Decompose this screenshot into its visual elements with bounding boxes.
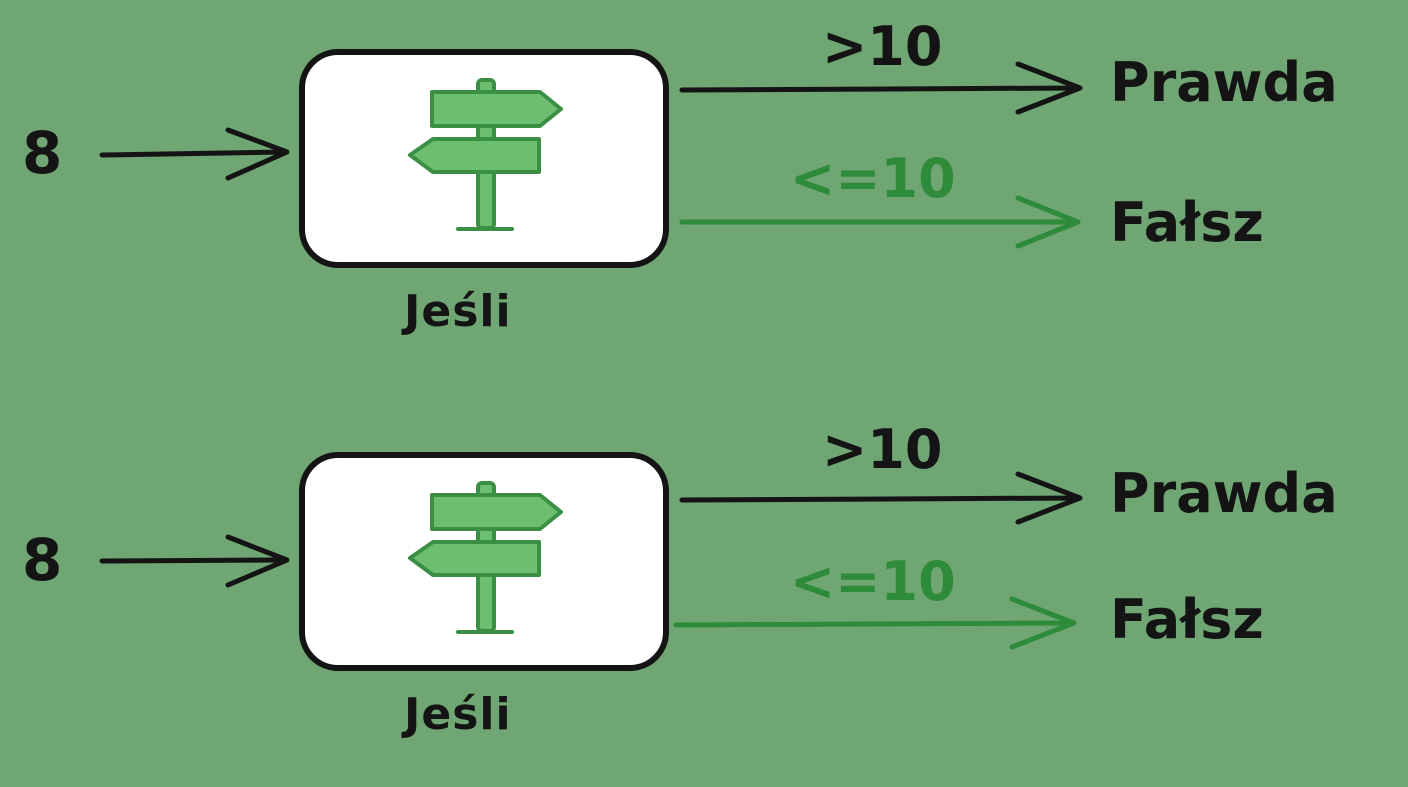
diagram-2-graphics — [99, 452, 1083, 671]
input-arrow — [99, 127, 290, 181]
false-outcome: Fałsz — [1110, 588, 1264, 651]
false-outcome: Fałsz — [1110, 191, 1264, 254]
false-branch-arrow — [679, 195, 1081, 249]
signpost-icon — [408, 481, 563, 634]
input-arrow — [99, 534, 290, 588]
true-outcome: Prawda — [1110, 51, 1338, 114]
node-label: Jeśli — [404, 286, 512, 337]
node-label: Jeśli — [404, 689, 512, 740]
true-condition: >10 — [822, 15, 943, 78]
false-branch-arrow — [673, 596, 1077, 650]
if-diagram-2: 8 Jeśli >10 <=10 Prawda Fałsz — [0, 403, 1408, 787]
input-value: 8 — [22, 119, 63, 187]
true-condition: >10 — [822, 418, 943, 481]
input-value: 8 — [22, 526, 63, 594]
diagram-1-graphics — [99, 49, 1083, 268]
true-branch-arrow — [679, 471, 1083, 525]
signpost-icon — [408, 78, 563, 231]
true-branch-arrow — [679, 61, 1083, 115]
false-condition: <=10 — [790, 147, 956, 210]
false-condition: <=10 — [790, 550, 956, 613]
true-outcome: Prawda — [1110, 462, 1338, 525]
if-diagram-1: 8 Jeśli >10 <=10 Prawda Fałsz — [0, 0, 1408, 384]
